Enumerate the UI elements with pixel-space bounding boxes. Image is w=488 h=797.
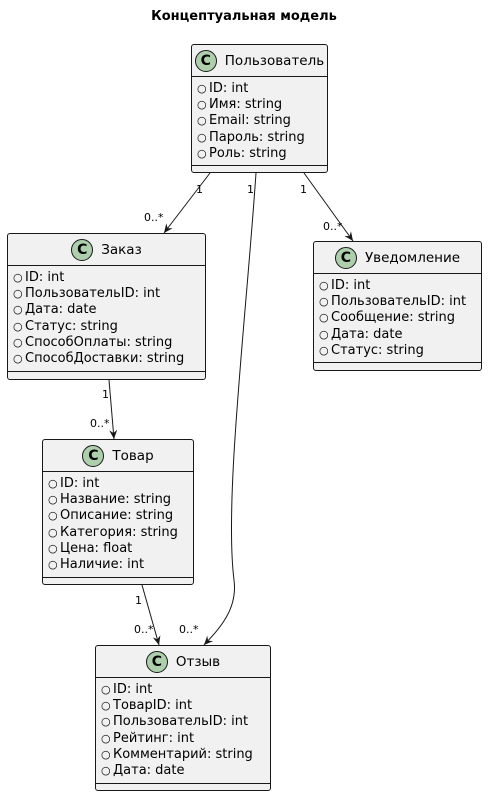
public-circle-icon: ○ <box>319 327 329 341</box>
edge-user-notification-from-label: 1 <box>300 183 307 196</box>
public-circle-icon: ○ <box>101 682 111 696</box>
attribute: ○ID: int <box>101 681 153 697</box>
edge-order-product-from-label: 1 <box>102 388 109 401</box>
public-circle-icon: ○ <box>13 335 23 349</box>
attribute: ○Дата: date <box>101 763 185 779</box>
class-user[interactable]: C Пользователь ○ID: int ○Имя: string ○Em… <box>191 44 328 173</box>
class-product-header: C Товар <box>43 440 193 471</box>
attribute: ○ПользовательID: int <box>319 293 467 309</box>
diagram-title: Концептуальная модель <box>151 9 337 24</box>
edge-user-order <box>163 172 211 234</box>
class-review[interactable]: C Отзыв ○ID: int ○ТоварID: int ○Пользова… <box>95 645 271 791</box>
edge-user-notification-to-label: 0..* <box>323 220 343 233</box>
public-circle-icon: ○ <box>197 81 207 95</box>
public-circle-icon: ○ <box>101 698 111 712</box>
attribute: ○Рейтинг: int <box>101 730 195 746</box>
public-circle-icon: ○ <box>197 114 207 128</box>
attribute: ○Название: string <box>48 491 172 507</box>
public-circle-icon: ○ <box>13 319 23 333</box>
attribute: ○СпособОплаты: string <box>13 334 173 350</box>
edge-product-review-from-label: 1 <box>135 594 142 607</box>
public-circle-icon: ○ <box>319 278 329 292</box>
public-circle-icon: ○ <box>13 286 23 300</box>
attribute: ○Роль: string <box>197 145 287 161</box>
public-circle-icon: ○ <box>48 558 58 572</box>
class-notification-header: C Уведомление <box>314 242 481 273</box>
public-circle-icon: ○ <box>197 97 207 111</box>
class-product[interactable]: C Товар ○ID: int ○Название: string ○Опис… <box>42 439 194 585</box>
edge-user-notification <box>303 172 354 242</box>
attribute: ○ПользовательID: int <box>101 714 249 730</box>
edge-user-order-to-label: 0..* <box>144 211 164 224</box>
class-icon: C <box>82 444 105 467</box>
attribute: ○ID: int <box>319 277 371 293</box>
attribute: ○Дата: date <box>319 326 403 342</box>
class-user-header: C Пользователь <box>192 45 327 76</box>
attribute: ○Наличие: int <box>48 557 145 573</box>
edge-user-review <box>203 172 257 646</box>
attribute: ○СпособДоставки: string <box>13 351 185 367</box>
class-product-name: Товар <box>112 447 154 464</box>
attribute: ○Цена: float <box>48 540 133 556</box>
public-circle-icon: ○ <box>48 525 58 539</box>
class-order-header: C Заказ <box>8 234 205 265</box>
class-order-name: Заказ <box>101 241 142 258</box>
public-circle-icon: ○ <box>101 731 111 745</box>
public-circle-icon: ○ <box>13 352 23 366</box>
class-review-header: C Отзыв <box>96 646 270 677</box>
public-circle-icon: ○ <box>13 270 23 284</box>
attribute: ○Комментарий: string <box>101 746 253 762</box>
public-circle-icon: ○ <box>319 311 329 325</box>
public-circle-icon: ○ <box>197 146 207 160</box>
attribute: ○Email: string <box>197 113 291 129</box>
attribute: ○Статус: string <box>13 318 118 334</box>
public-circle-icon: ○ <box>13 303 23 317</box>
edge-product-review <box>141 584 161 646</box>
public-circle-icon: ○ <box>101 747 111 761</box>
attribute: ○ID: int <box>48 475 100 491</box>
class-user-name: Пользователь <box>224 52 325 69</box>
public-circle-icon: ○ <box>101 715 111 729</box>
edge-user-review-from-label: 1 <box>247 183 254 196</box>
public-circle-icon: ○ <box>48 476 58 490</box>
attribute: ○Описание: string <box>48 508 174 524</box>
attribute: ○ID: int <box>13 269 65 285</box>
attribute: ○Имя: string <box>197 96 283 112</box>
attribute: ○ID: int <box>197 80 249 96</box>
class-icon: C <box>194 49 217 72</box>
public-circle-icon: ○ <box>48 492 58 506</box>
public-circle-icon: ○ <box>319 294 329 308</box>
class-notification[interactable]: C Уведомление ○ID: int ○ПользовательID: … <box>313 241 482 371</box>
attribute: ○Дата: date <box>13 302 97 318</box>
edge-user-order-from-label: 1 <box>196 183 203 196</box>
attribute: ○Пароль: string <box>197 129 305 145</box>
class-order[interactable]: C Заказ ○ID: int ○ПользовательID: int ○Д… <box>7 233 206 380</box>
attribute: ○ПользовательID: int <box>13 285 161 301</box>
public-circle-icon: ○ <box>319 343 329 357</box>
public-circle-icon: ○ <box>101 764 111 778</box>
public-circle-icon: ○ <box>197 130 207 144</box>
class-icon: C <box>71 238 94 261</box>
class-notification-name: Уведомление <box>364 249 461 266</box>
edge-order-product <box>108 379 118 440</box>
edge-product-review-to-label: 0..* <box>134 623 154 636</box>
edge-user-review-to-label: 0..* <box>179 623 199 636</box>
attribute: ○Категория: string <box>48 524 178 540</box>
class-icon: C <box>145 650 168 673</box>
attribute: ○Статус: string <box>319 342 424 358</box>
edge-order-product-to-label: 0..* <box>90 417 110 430</box>
public-circle-icon: ○ <box>48 541 58 555</box>
public-circle-icon: ○ <box>48 509 58 523</box>
attribute: ○ТоварID: int <box>101 697 193 713</box>
attribute: ○Сообщение: string <box>319 310 456 326</box>
class-icon: C <box>334 246 357 269</box>
class-review-name: Отзыв <box>175 653 221 670</box>
